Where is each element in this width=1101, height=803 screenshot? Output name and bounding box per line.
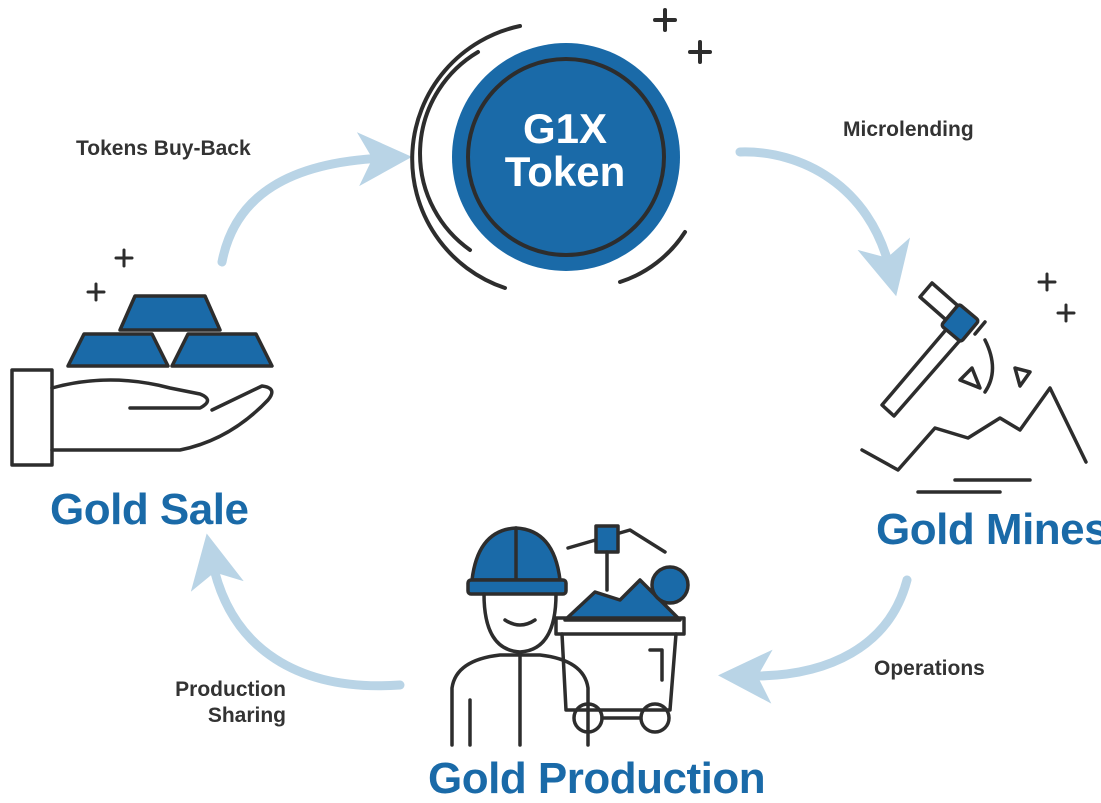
token-title-line2: Token [504,147,626,195]
arrow-tokens-buyback [217,132,412,267]
tokens-buyback-label: Tokens Buy-Back [76,137,251,160]
hand-holding-gold-bars-icon [10,248,274,467]
operations-label: Operations [874,657,985,680]
gold-mines-label: Gold Mines [876,505,1101,554]
production-sharing-label: Production Sharing [160,677,286,730]
token-coin-icon [410,8,712,290]
gold-sale-label: Gold Sale [50,485,249,534]
gold-production-label: Gold Production [428,754,766,803]
arrow-operations [718,575,912,704]
token-title-line1: G1X [522,105,608,152]
arrow-microlending [735,147,911,297]
microlending-label: Microlending [843,118,974,141]
pickaxe-rock-icon [860,272,1088,494]
token-title: G1X Token [452,105,678,195]
miner-with-cart-icon [450,524,690,747]
production-sharing-line1: Production [175,678,286,701]
arrow-production-sharing [190,533,405,691]
production-sharing-line2: Sharing [207,704,286,728]
